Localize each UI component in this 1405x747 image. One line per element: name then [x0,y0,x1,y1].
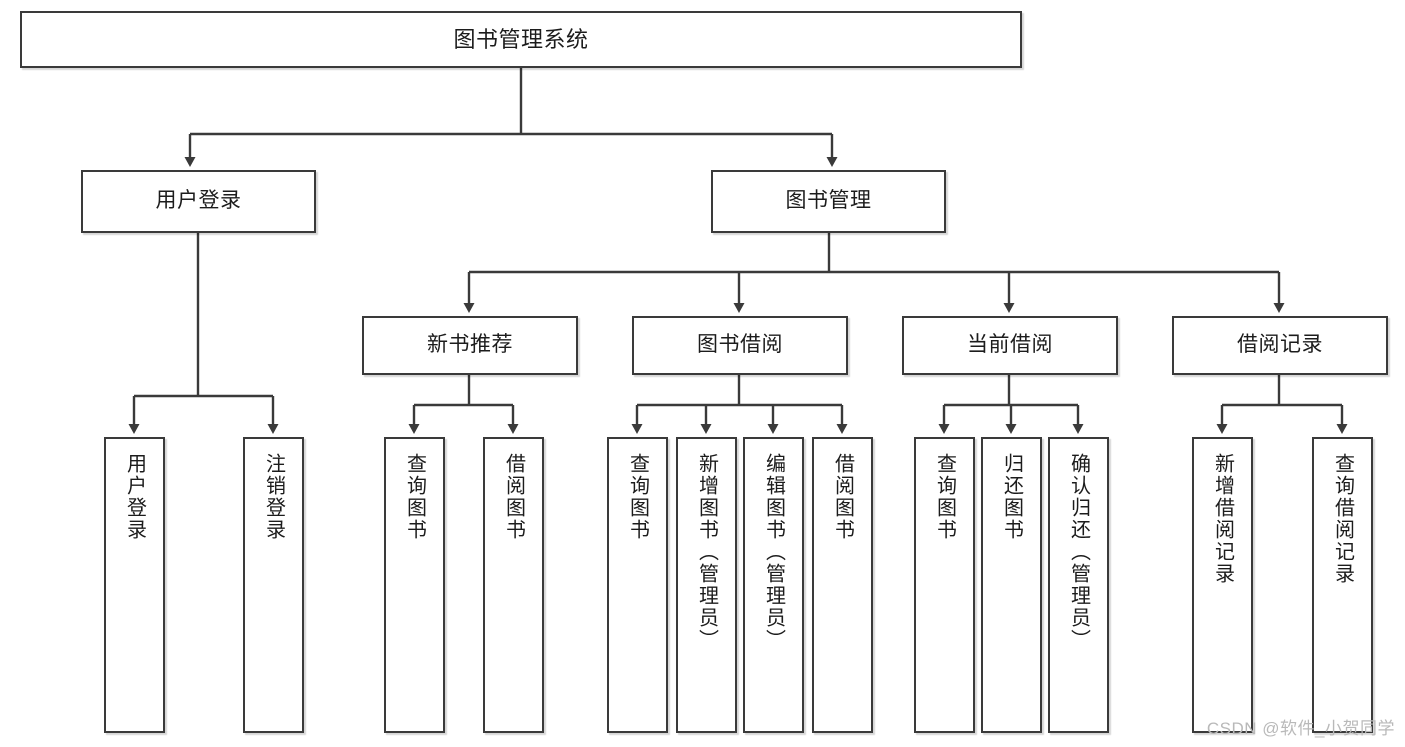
leaf-user-login-login[interactable]: 用户登录 [104,437,165,733]
node-label: 借阅记录 [1237,333,1323,357]
leaf-current-borrow-confirm-return[interactable]: 确认归还（管理员） [1048,437,1109,733]
node-label: 编辑图书（管理员） [762,453,785,651]
node-book-management[interactable]: 图书管理 [711,170,946,233]
leaf-current-borrow-query[interactable]: 查询图书 [914,437,975,733]
leaf-current-borrow-return[interactable]: 归还图书 [981,437,1042,733]
leaf-book-borrow-add[interactable]: 新增图书（管理员） [676,437,737,733]
leaf-book-borrow-query[interactable]: 查询图书 [607,437,668,733]
node-label: 查询图书 [626,453,649,541]
node-label: 确认归还（管理员） [1067,453,1090,651]
node-label: 新书推荐 [427,333,513,357]
node-current-borrow[interactable]: 当前借阅 [902,316,1118,375]
node-user-login[interactable]: 用户登录 [81,170,316,233]
node-label: 当前借阅 [967,333,1053,357]
leaf-book-borrow-edit[interactable]: 编辑图书（管理员） [743,437,804,733]
node-root-system[interactable]: 图书管理系统 [20,11,1022,68]
node-label: 图书管理系统 [453,26,589,52]
leaf-borrow-record-add[interactable]: 新增借阅记录 [1192,437,1253,733]
node-label: 归还图书 [1000,453,1023,541]
node-label: 查询图书 [933,453,956,541]
node-label: 用户登录 [123,453,146,541]
leaf-new-book-borrow[interactable]: 借阅图书 [483,437,544,733]
leaf-book-borrow-borrow[interactable]: 借阅图书 [812,437,873,733]
node-label: 查询图书 [403,453,426,541]
node-label: 注销登录 [262,453,285,541]
leaf-user-login-logout[interactable]: 注销登录 [243,437,304,733]
node-label: 新增借阅记录 [1211,453,1234,585]
node-label: 图书借阅 [697,333,783,357]
node-label: 查询借阅记录 [1331,453,1354,585]
leaf-new-book-query[interactable]: 查询图书 [384,437,445,733]
node-label: 新增图书（管理员） [695,453,718,651]
node-label: 用户登录 [155,189,242,213]
leaf-borrow-record-query[interactable]: 查询借阅记录 [1312,437,1373,733]
node-borrow-record[interactable]: 借阅记录 [1172,316,1388,375]
node-book-borrow[interactable]: 图书借阅 [632,316,848,375]
node-label: 图书管理 [785,189,872,213]
node-new-book-recommend[interactable]: 新书推荐 [362,316,578,375]
node-label: 借阅图书 [831,453,854,541]
node-label: 借阅图书 [502,453,525,541]
